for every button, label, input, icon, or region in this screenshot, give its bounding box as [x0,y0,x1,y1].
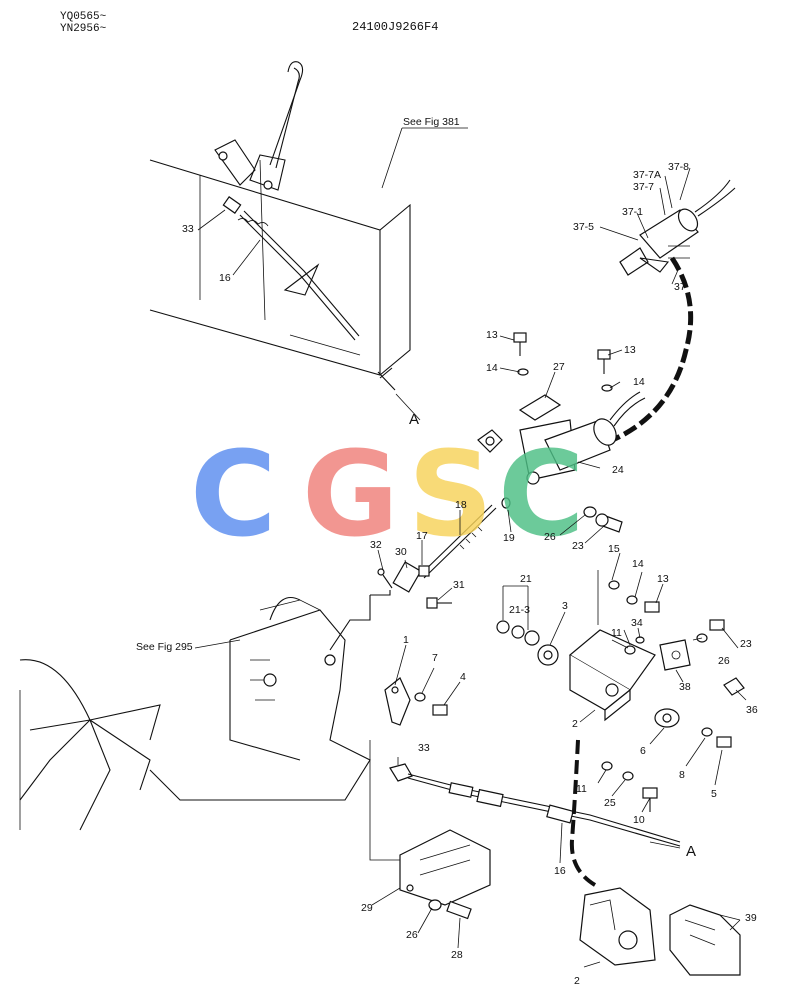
bracket-2-bottom [579,887,656,966]
callout-11-b: 11 [576,783,587,795]
leader-fig-381 [381,127,468,189]
callout-34: 34 [631,617,643,629]
middle-solenoid-bracket [477,332,646,533]
callout-37-1: 37-1 [622,206,643,218]
callout-25: 25 [604,797,616,809]
control-lever-assembly [149,61,411,391]
callout-2-a: 2 [572,718,578,730]
callout-11-a: 11 [611,627,622,639]
marker-a-lower: A [686,843,696,860]
callout-27: 27 [553,361,565,373]
callout-37-7: 37-7 [633,181,654,193]
bracket-39 [669,904,741,976]
watermark-letter-1: C [190,425,277,563]
callout-23-b: 23 [740,638,752,650]
callout-2-b: 2 [574,975,580,987]
ref-fig-381: See Fig 381 [403,116,460,128]
callout-38: 38 [679,681,691,693]
callout-4: 4 [460,671,466,683]
callout-7: 7 [432,652,438,664]
callout-36: 36 [746,704,758,716]
leader-fig-295 [194,639,241,649]
watermark-letter-2: G [302,425,399,563]
callout-13-a: 13 [486,329,498,341]
callout-24: 24 [612,464,624,476]
callout-37-8: 37-8 [668,161,689,173]
lower-cable-assembly [369,739,681,887]
callout-13-c: 13 [657,573,669,585]
callout-14-b: 14 [633,376,645,388]
callout-6: 6 [640,745,646,757]
watermark-letter-3: S [408,425,493,563]
callout-39: 39 [745,912,757,924]
callout-17: 17 [416,530,428,542]
rod-linkage [329,497,511,651]
engine-outline [19,596,371,831]
callout-13-b: 13 [624,344,636,356]
bracket-29 [399,829,491,920]
governor-lever [384,677,448,726]
leader-lines [197,167,747,968]
callout-16-lower: 16 [554,865,566,877]
callout-labels: 33 16 37-5 37-1 37-7 37-7A 37-8 37 13 14… [182,161,758,987]
callout-18: 18 [455,499,467,511]
callout-16-upper: 16 [219,272,231,284]
watermark-letter-4: C [498,425,585,563]
callout-15: 15 [608,543,620,555]
callout-29: 29 [361,902,373,914]
callout-8: 8 [679,769,685,781]
watermark-logo: C G S C [190,425,585,563]
callout-37-7a: 37-7A [633,169,661,181]
callout-3: 3 [562,600,568,612]
callout-33-upper: 33 [182,223,194,235]
callout-19: 19 [503,532,515,544]
serial-range-1: YQ0565~ [60,11,107,23]
callout-14-c: 14 [632,558,644,570]
marker-a-upper: A [409,411,419,428]
callout-26-c: 26 [406,929,418,941]
callout-5: 5 [711,788,717,800]
serial-range-2: YN2956~ [60,23,107,35]
governor-bracket [496,570,745,812]
callout-21: 21 [520,573,532,585]
stop-solenoid-assembly [599,179,736,448]
callout-37-5: 37-5 [573,221,594,233]
callout-33-lower: 33 [418,742,430,754]
callout-23-a: 23 [572,540,584,552]
callout-10: 10 [633,814,645,826]
callout-14-a: 14 [486,362,498,374]
drawing-number: 24100J9266F4 [352,20,439,34]
callout-31: 31 [453,579,465,591]
callout-37: 37 [674,281,686,293]
callout-1: 1 [403,634,409,646]
callout-26-a: 26 [544,531,556,543]
callout-26-b: 26 [718,655,730,667]
callout-28: 28 [451,949,463,961]
callout-32: 32 [370,539,382,551]
ref-fig-295: See Fig 295 [136,641,193,653]
callout-30: 30 [395,546,407,558]
callout-21-3: 21-3 [509,604,530,616]
